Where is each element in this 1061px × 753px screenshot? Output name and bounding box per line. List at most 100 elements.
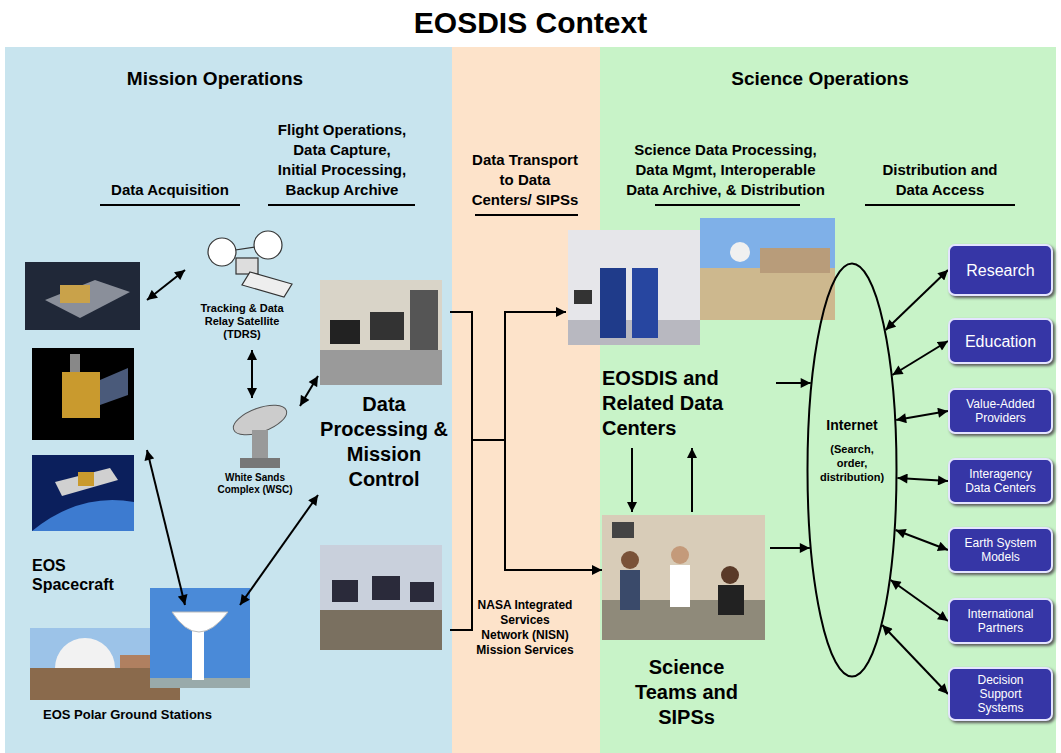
column-heading: Data Transport to Data Centers/ SIPSs [460, 150, 590, 210]
node-text: Science Teams and SIPSs [624, 655, 749, 730]
wall [320, 280, 442, 385]
node-text: Research [966, 261, 1034, 280]
user-box: Value-Added Providers [948, 388, 1053, 434]
monitor [410, 582, 434, 602]
science-team-photo [602, 515, 765, 640]
text-group: Interagency Data Centers [950, 460, 1051, 502]
column-heading: Flight Operations, Data Capture, Initial… [262, 120, 422, 200]
node-text: EOSDIS and Related Data Centers [602, 366, 772, 441]
text-group: Education [950, 320, 1051, 362]
monitor [372, 576, 400, 600]
spacecraft-body [78, 472, 94, 486]
title-slot: EOSDIS Context [0, 5, 1061, 41]
text-group: International Partners [950, 600, 1051, 642]
label-slot: Flight Operations, Data Capture, Initial… [262, 120, 422, 200]
desk [320, 610, 442, 650]
text-group: Decision Support Systems [950, 669, 1051, 719]
text-group: Earth System Models [950, 529, 1051, 571]
underline [655, 204, 800, 206]
connector-arrow [882, 625, 948, 694]
text-group: Tracking & Data Relay Satellite (TDRS) [197, 302, 287, 341]
node-text: Interagency Data Centers [958, 467, 1043, 495]
connector-arrow [631, 448, 633, 512]
user-box: Education [948, 318, 1053, 364]
person-body [670, 565, 690, 607]
transport-band-fill [452, 47, 600, 753]
text-group: Value-Added Providers [950, 390, 1051, 432]
monitor [370, 312, 404, 340]
science-band-fill [600, 47, 1056, 753]
node-text: International Partners [958, 607, 1043, 635]
dish [730, 242, 750, 262]
node-text: EOS Spacecraft [32, 556, 122, 594]
photo-ground [32, 348, 134, 440]
ellipse-shape [808, 264, 897, 677]
underline [100, 204, 240, 206]
cabinet [600, 268, 626, 338]
network-label: NASA Integrated Services Network (NISN) … [466, 598, 584, 658]
connector-arrow [770, 547, 810, 549]
internet-ellipse: Internet (Search, order, distribution) [806, 262, 898, 678]
user-box: Interagency Data Centers [948, 458, 1053, 504]
person-body [620, 570, 640, 610]
spacecraft-body [60, 285, 90, 303]
node-text: (Search, order, distribution) [816, 442, 888, 484]
column-heading: Data Acquisition [95, 180, 245, 200]
connector-arrow [886, 270, 948, 330]
photo-ground [25, 262, 140, 330]
node-text: Internet [816, 417, 888, 434]
science-team-node: Science Teams and SIPSs [602, 512, 770, 734]
user-box: Decision Support Systems [948, 667, 1053, 721]
ground [700, 268, 835, 320]
satellite-body [236, 258, 258, 274]
user-box: Research [948, 244, 1053, 296]
node-text: Tracking & Data Relay Satellite (TDRS) [197, 302, 287, 341]
cabinet [632, 268, 658, 338]
tdrs-drawing [208, 231, 292, 297]
connector-arrow [300, 376, 318, 406]
building-photo [700, 218, 835, 320]
satellite-node: Tracking & Data Relay Satellite (TDRS) [185, 230, 300, 350]
user-box: International Partners [948, 598, 1053, 644]
connector-arrow [896, 411, 948, 420]
pedestal [252, 430, 268, 458]
connectors [147, 270, 948, 694]
ground-station-node: EOS Polar Ground Stations [28, 605, 268, 730]
radome [55, 638, 115, 668]
solar-panel [100, 368, 128, 405]
photo-ground [32, 455, 134, 531]
node-text: Earth System Models [958, 536, 1043, 564]
connector-arrow [776, 382, 811, 384]
sky [150, 588, 250, 688]
spacecraft-body [62, 372, 100, 418]
building [760, 248, 830, 273]
data-center-node: EOSDIS and Related Data Centers [566, 216, 776, 448]
text-group: Mission Operations [5, 67, 425, 90]
control-room-photo [320, 280, 442, 385]
connector-arrow [897, 478, 948, 481]
solar-panel [242, 272, 292, 297]
connector-arrow [147, 450, 185, 605]
monitor [574, 290, 592, 304]
connector-arrow [892, 341, 948, 375]
person-head [721, 566, 739, 584]
monitor [612, 522, 634, 538]
text-group: Research [950, 246, 1051, 294]
tower [192, 630, 204, 680]
text-group: Science Operations [600, 67, 1040, 90]
instrument [70, 354, 80, 372]
underline [268, 204, 415, 206]
monitor [332, 580, 358, 602]
spacecraft-photo [32, 455, 134, 531]
label-slot: Data Transport to Data Centers/ SIPSs [460, 150, 590, 210]
user-box: Earth System Models [948, 527, 1053, 573]
connector-arrow [450, 312, 566, 440]
node-text: Data Processing & Mission Control [320, 392, 448, 492]
label-slot: NASA Integrated Services Network (NISN) … [466, 598, 584, 658]
dish-drawing [230, 399, 291, 468]
text-group: Science Teams and SIPSs [624, 655, 749, 730]
underline [865, 204, 1015, 206]
node-text: Science Operations [600, 67, 1040, 90]
